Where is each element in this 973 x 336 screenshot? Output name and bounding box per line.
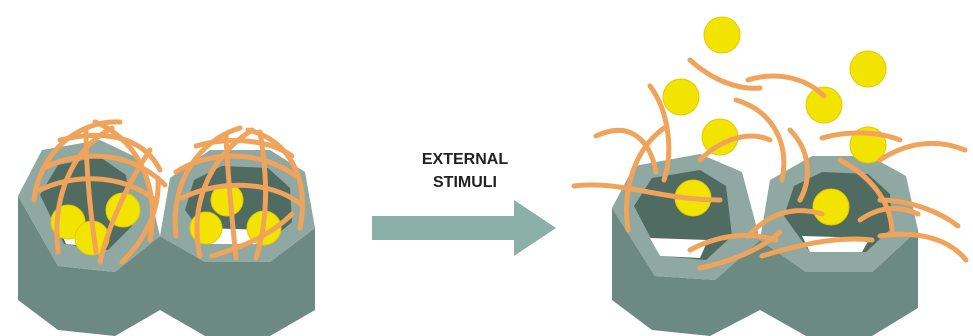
opened-container [574,17,966,336]
cargo-particle [850,51,886,87]
cargo-particle [813,189,849,225]
fiber [880,143,965,160]
cargo-particle [806,87,842,123]
fiber [736,100,784,180]
closed-container [18,122,315,336]
hex-cell-right-open [760,156,918,336]
stimuli-label-line-2: STIMULI [395,172,535,194]
fiber [690,60,760,88]
arrow-shape [372,200,556,256]
cargo-particle [704,17,740,53]
transition-arrow [372,200,556,256]
cargo-particle [663,79,699,115]
stimuli-label-line-1: EXTERNAL [395,149,535,171]
